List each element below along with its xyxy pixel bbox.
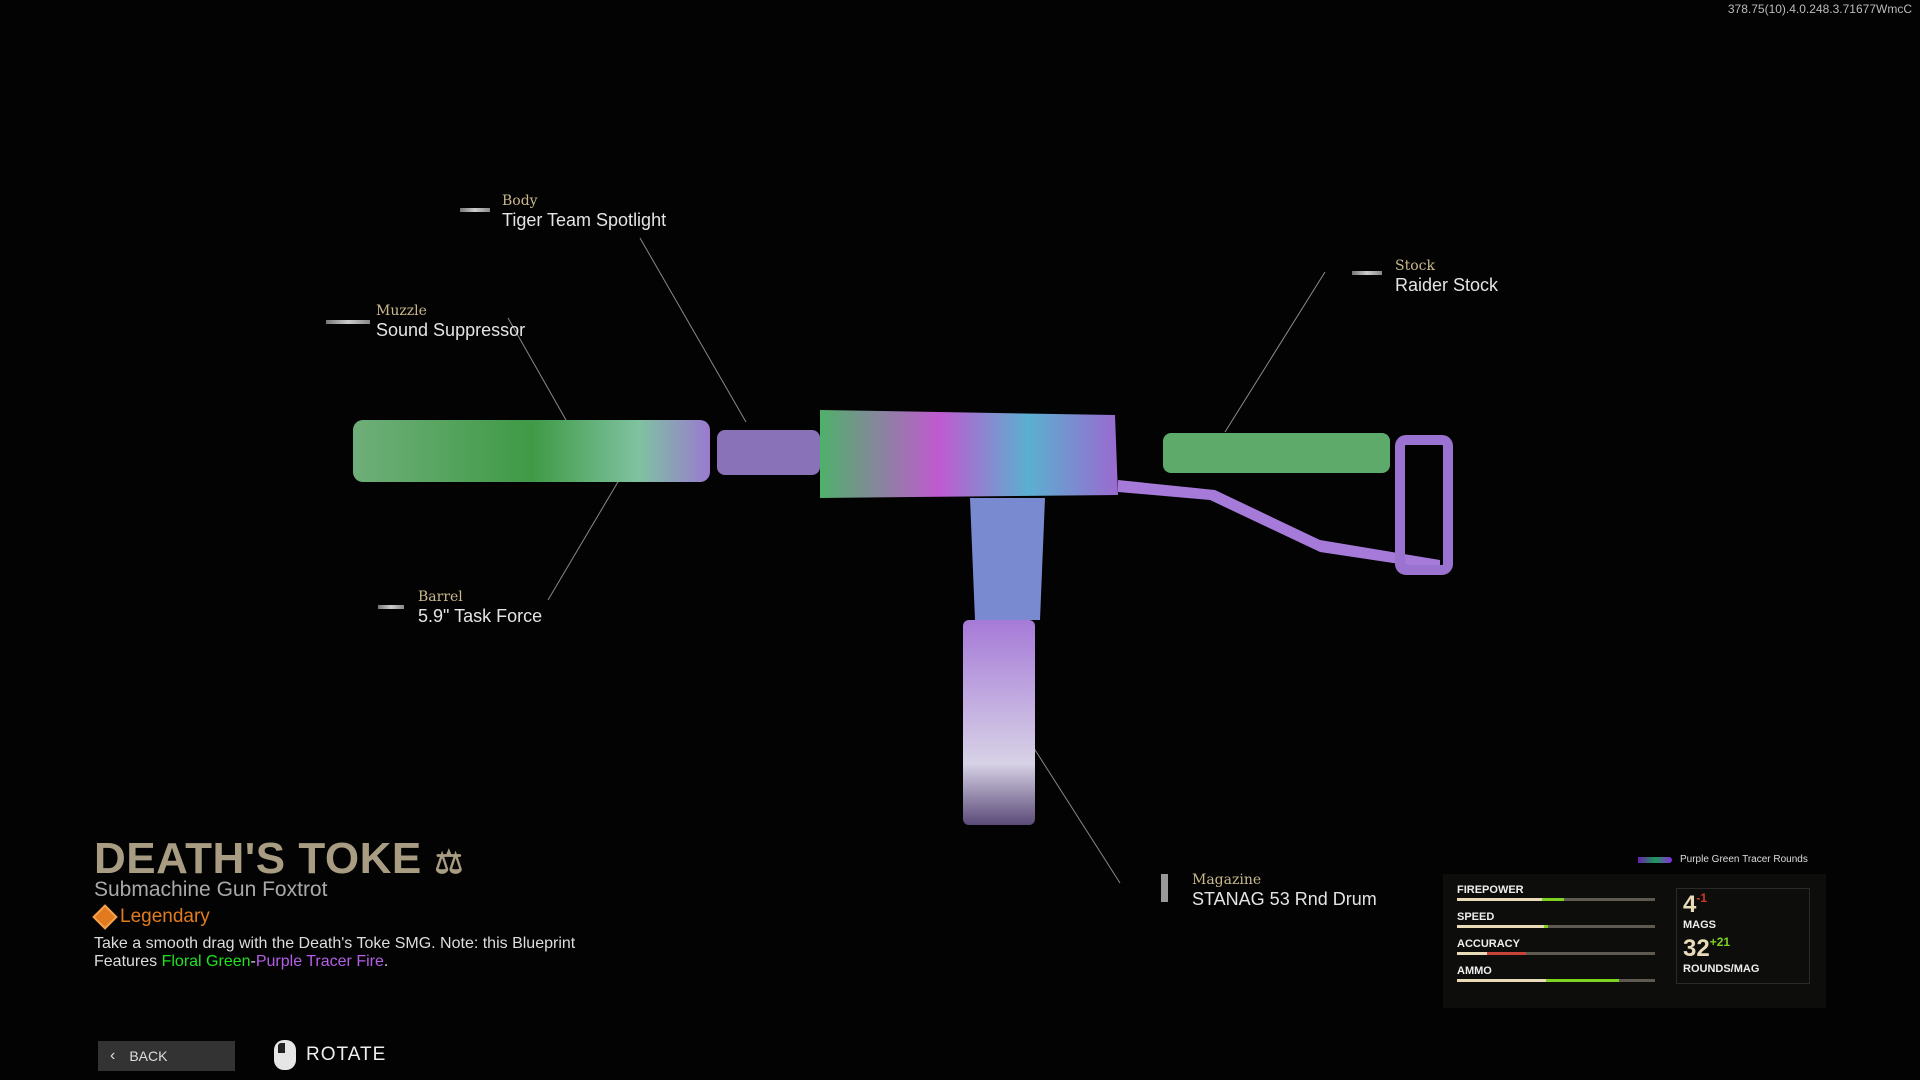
ammo-summary: 4-1 MAGS 32+21 ROUNDS/MAG [1676,888,1810,984]
suppressor [353,420,710,482]
stats-panel: FIREPOWER SPEED ACCURACY AMMO 4-1 MAGS 3… [1443,874,1826,1008]
attachment-magazine[interactable]: Magazine STANAG 53 Rnd Drum [1161,872,1377,910]
mags-label: MAGS [1683,919,1716,931]
stat-bar-base [1457,952,1487,955]
muzzle-icon [326,320,370,324]
mags-value: 4 [1683,891,1697,918]
drum-magazine [963,620,1035,825]
rarity: Legendary [92,904,210,930]
attachment-stock[interactable]: Stock Raider Stock [1352,258,1498,296]
stat-speed: SPEED [1457,911,1655,928]
receiver [820,410,1118,498]
rotate-hint: ROTATE [274,1040,386,1070]
stat-bar [1457,898,1655,901]
stock-frame [1118,480,1440,570]
attachment-barrel[interactable]: Barrel 5.9" Task Force [378,589,542,627]
chevron-left-icon: ‹ [110,1047,116,1064]
stat-label: AMMO [1457,965,1492,977]
legendary-icon [92,904,118,930]
stat-label: FIREPOWER [1457,884,1524,896]
rounds-value: 32 [1683,935,1710,962]
attachment-muzzle[interactable]: Muzzle Sound Suppressor [326,303,525,341]
blueprint-compass-icon: ⚖ [434,844,464,880]
mags-delta: -1 [1696,891,1708,905]
stat-bar-base [1457,898,1543,901]
stat-bar [1457,925,1655,928]
stock-icon [1352,271,1382,275]
stat-firepower: FIREPOWER [1457,884,1655,901]
stat-bar-delta [1486,952,1527,955]
weapon-title: DEATH'S TOKE ⚖ [94,834,464,883]
attachment-body[interactable]: Body Tiger Team Spotlight [460,193,666,231]
leader-lines [507,237,1326,884]
mouse-icon [274,1040,296,1070]
grip [970,498,1045,620]
stat-ammo: AMMO [1457,965,1655,982]
stat-bar-delta [1546,979,1620,982]
stat-accuracy: ACCURACY [1457,938,1655,955]
stat-label: ACCURACY [1457,938,1520,950]
tracer-bullet-icon [1638,856,1672,863]
barrel-icon [378,605,404,609]
weapon-description: Take a smooth drag with the Death's Toke… [94,935,576,970]
barrel [717,430,820,475]
stat-bar-base [1457,979,1547,982]
stat-bar-base [1457,925,1545,928]
rounds-delta: +21 [1709,935,1731,949]
weapon-subtitle: Submachine Gun Foxtrot [94,878,328,901]
magazine-icon [1161,874,1168,902]
rounds-label: ROUNDS/MAG [1683,963,1760,975]
body-icon [460,208,490,212]
stat-bar [1457,979,1655,982]
stat-bar-delta [1542,898,1564,901]
stat-bar-delta [1544,925,1549,928]
stat-bar [1457,952,1655,955]
tracer-rounds: Purple Green Tracer Rounds [1638,854,1808,865]
stat-label: SPEED [1457,911,1495,923]
version-string: 378.75(10).4.0.248.3.71677WmcC [1727,2,1912,16]
stock-tube [1163,433,1390,473]
back-button[interactable]: ‹BACK [98,1041,235,1071]
